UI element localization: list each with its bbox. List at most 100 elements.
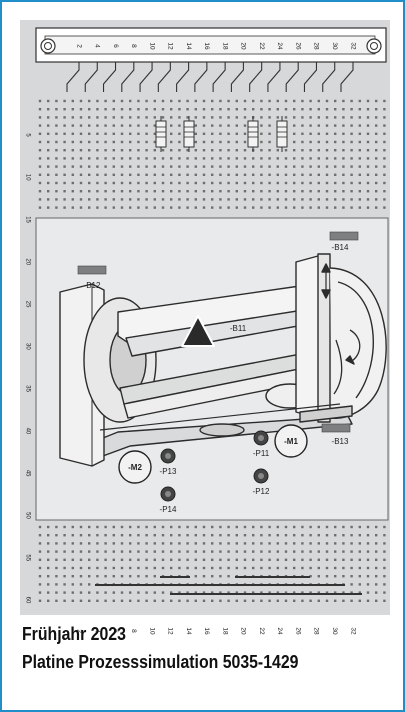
hole	[235, 165, 238, 168]
hole	[243, 525, 247, 529]
connector-pin-label: 10	[148, 42, 155, 50]
hole	[186, 599, 189, 602]
hole	[268, 599, 271, 602]
hole	[243, 181, 247, 185]
hole	[260, 198, 263, 201]
hole	[38, 542, 42, 545]
hole	[96, 132, 99, 135]
connector-pin-label: 6	[112, 629, 119, 633]
hole	[120, 149, 124, 152]
hole	[219, 198, 222, 201]
hole	[211, 124, 214, 127]
hole	[325, 181, 329, 185]
hole	[358, 157, 361, 160]
hole	[235, 591, 238, 594]
hole	[366, 132, 370, 135]
hole	[55, 198, 58, 201]
connector-pin-label: 32	[349, 627, 356, 635]
hole	[317, 591, 320, 594]
hole	[366, 165, 370, 168]
connector-lead	[102, 62, 117, 92]
hole	[170, 599, 173, 602]
hole	[120, 157, 124, 160]
hole	[383, 157, 386, 160]
label-b12: -B12	[84, 281, 101, 290]
hole	[145, 108, 148, 111]
hole	[252, 99, 255, 103]
edge-connector	[35, 27, 387, 63]
hole	[243, 132, 247, 135]
hole	[358, 173, 361, 176]
hole	[88, 165, 91, 168]
hole	[79, 173, 83, 176]
hole	[137, 140, 140, 144]
hole	[375, 525, 378, 529]
hole	[79, 550, 83, 553]
hole	[235, 132, 238, 135]
hole	[383, 198, 386, 201]
hole	[71, 181, 74, 185]
hole	[104, 190, 107, 193]
hole	[276, 206, 279, 209]
hole	[112, 542, 115, 545]
hole	[88, 558, 91, 561]
hole	[211, 525, 214, 529]
hole	[63, 181, 66, 185]
hole	[268, 190, 271, 193]
hole	[79, 149, 83, 152]
hole	[153, 140, 156, 144]
hole	[358, 99, 361, 103]
hole	[38, 157, 42, 160]
hole	[71, 165, 74, 168]
hole	[350, 132, 353, 135]
hole	[178, 566, 181, 570]
hole	[301, 140, 304, 144]
hole	[202, 566, 206, 570]
hole	[153, 181, 156, 185]
hole	[145, 173, 148, 176]
hole	[219, 206, 222, 209]
hole	[104, 550, 107, 553]
hole	[358, 599, 361, 602]
hole	[137, 149, 140, 152]
hole	[260, 108, 263, 111]
hole	[145, 149, 148, 152]
hole	[145, 132, 148, 135]
hole	[194, 599, 197, 602]
connector-pin-label: 8	[130, 629, 137, 633]
hole	[170, 206, 173, 209]
hole	[38, 558, 42, 561]
hole	[112, 149, 115, 152]
hole	[161, 190, 165, 193]
hole	[268, 566, 271, 570]
label-m2: -M2	[128, 463, 142, 472]
row-number-label: 30	[24, 343, 30, 350]
hole	[178, 149, 181, 152]
hole	[350, 525, 353, 529]
hole	[120, 165, 124, 168]
hole	[325, 206, 329, 209]
hole	[55, 534, 58, 537]
hole	[317, 542, 320, 545]
hole	[194, 108, 197, 111]
hole	[252, 173, 255, 176]
hole	[194, 165, 197, 168]
hole	[358, 591, 361, 594]
hole	[79, 132, 83, 135]
label-b14: -B14	[332, 243, 349, 252]
hole	[112, 534, 115, 537]
hole	[112, 108, 115, 111]
hole	[342, 140, 345, 144]
hole	[235, 190, 238, 193]
hole	[252, 198, 255, 201]
hole	[284, 173, 288, 176]
hole	[284, 116, 288, 119]
hole	[276, 542, 279, 545]
hole	[227, 206, 230, 209]
hole	[47, 575, 50, 578]
hole	[284, 190, 288, 193]
hole	[211, 190, 214, 193]
hole	[219, 157, 222, 160]
hole	[145, 124, 148, 127]
